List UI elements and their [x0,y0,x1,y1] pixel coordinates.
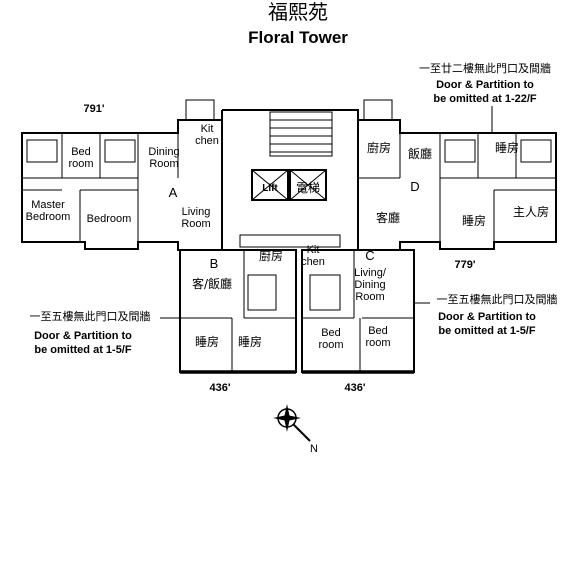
area-flat-b: 436' [210,382,231,394]
flat-d-partitions [358,99,556,242]
room-label-dining-c: Dining [354,279,385,291]
compass-north-label: N [310,443,318,455]
room-label-kitchen-d: 廚房 [367,140,391,155]
note-left-english-2: be omitted at 1-5/F [34,344,131,356]
lift-label-cn: 電梯 [296,181,320,195]
note-left-chinese: 一至五樓無此門口及間牆 [30,309,151,323]
flat-letter-a: A [169,185,178,200]
room-label-chen-c: chen [301,256,325,268]
title-english: Floral Tower [248,28,348,47]
note-right: 一至五樓無此門口及間牆 Door & Partition to be omitt… [414,292,558,337]
note-left-english-1: Door & Partition to [34,330,132,342]
flat-a-partitions [22,99,215,242]
room-label-living-room: Room [181,218,210,230]
room-label-bedroom: Bedroom [87,213,132,225]
room-label-living-d: 客廳 [376,210,400,225]
area-flat-c: 436' [345,382,366,394]
note-right-chinese: 一至五樓無此門口及間牆 [437,292,558,306]
room-label-dining-d: 飯廳 [408,146,432,161]
compass-rose: N [273,404,318,455]
room-label-bedroom-b2: 睡房 [238,334,262,349]
room-label-living-b: 客/飯廳 [192,276,232,291]
flat-letter-c: C [365,248,374,263]
room-label-bedroom-d1: 睡房 [495,140,519,155]
note-right-english-2: be omitted at 1-5/F [438,325,535,337]
room-label-dining: Dining [148,146,179,158]
room-label-dining-room: Room [149,158,178,170]
core-lifts [251,169,327,201]
room-label-bed: Bed [71,146,91,158]
room-label-bedroom-d2: 睡房 [462,213,486,228]
note-top-right: 一至廿二樓無此門口及間牆 Door & Partition to be omit… [419,61,551,132]
title-chinese: 福熙苑 [268,0,328,24]
flat-b-c-partitions [180,250,414,372]
note-left: 一至五樓無此門口及間牆 Door & Partition to be omitt… [30,309,180,356]
room-label-room-c2: room [365,337,390,349]
room-label-kit: Kit [201,123,214,135]
room-label-bed-c2: Bed [368,325,388,337]
room-label-master-d: 主人房 [513,204,549,219]
room-label-living-c: Living/ [354,267,387,279]
core-stairs [239,111,341,248]
room-label-master-bedroom: Bedroom [26,211,71,223]
area-flat-d: 779' [455,259,476,271]
note-right-english-1: Door & Partition to [438,311,536,323]
area-flat-a: 791' [84,103,105,115]
room-label-room-c: Room [355,291,384,303]
note-top-right-english-2: be omitted at 1-22/F [433,93,537,105]
room-label-living: Living [182,206,211,218]
room-label-bedroom-b1: 睡房 [195,334,219,349]
note-top-right-english-1: Door & Partition to [436,79,534,91]
room-label-room: room [68,158,93,170]
room-label-chen: chen [195,135,219,147]
lift-label: Lift [262,183,278,194]
room-label-bed-c1: Bed [321,327,341,339]
flat-letter-b: B [210,256,219,271]
room-label-kit-c: Kit [307,244,320,256]
room-label-room-c1: room [318,339,343,351]
room-label-master: Master [31,199,65,211]
note-top-right-chinese: 一至廿二樓無此門口及間牆 [419,61,551,75]
room-label-kitchen-b: 廚房 [259,248,283,263]
flat-letter-d: D [410,179,419,194]
